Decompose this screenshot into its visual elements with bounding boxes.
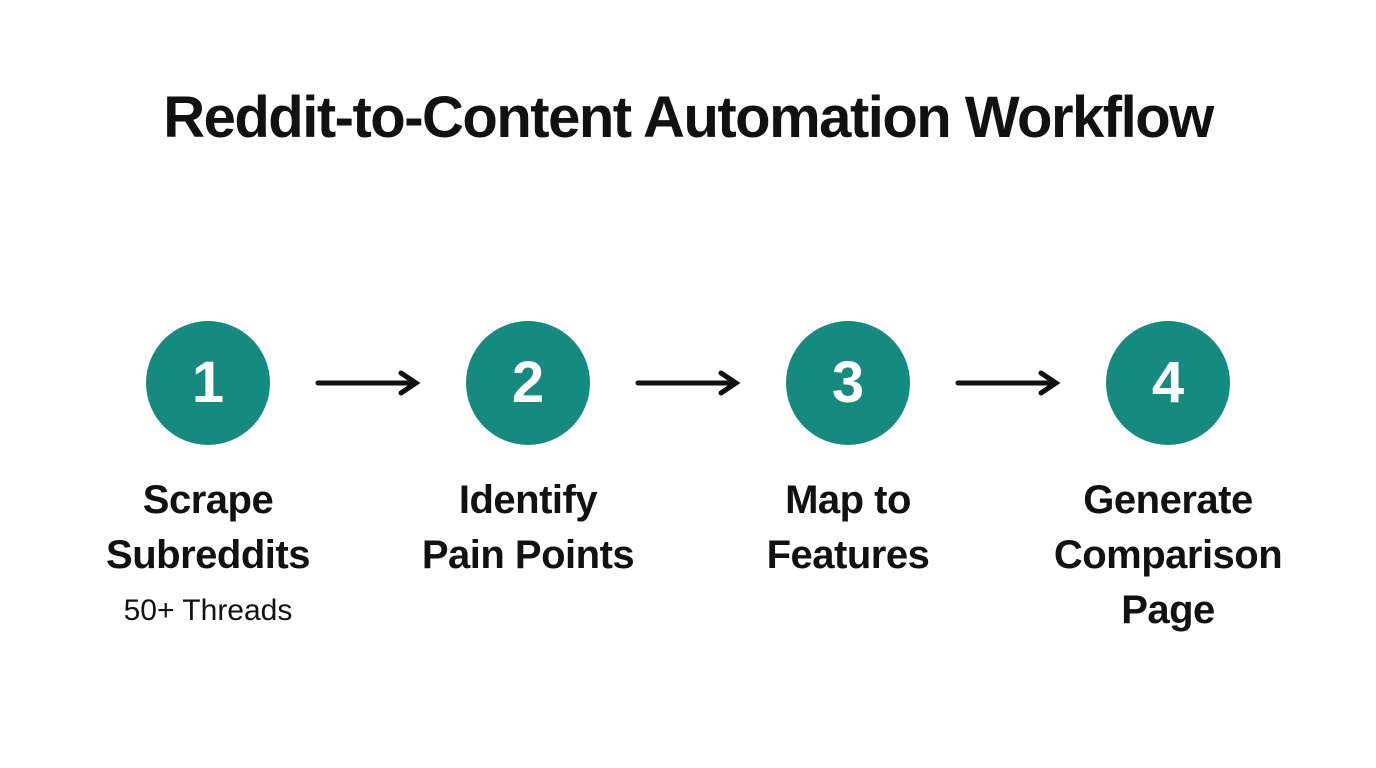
workflow-step-4: 4 Generate Comparison Page: [1028, 321, 1308, 646]
workflow-step-3: 3 Map to Features: [708, 321, 988, 591]
step-number: 1: [191, 350, 225, 415]
step-label: Generate Comparison Page: [1053, 478, 1283, 632]
step-label: Identify Pain Points: [421, 478, 635, 577]
step-circle-4: 4: [1106, 321, 1230, 445]
workflow-step-2: 2 Identify Pain Points: [388, 321, 668, 591]
step-number: 2: [511, 350, 545, 415]
arrow-right-icon: [315, 370, 421, 396]
step-label: Scrape Subreddits: [106, 478, 310, 577]
step-circle-1: 1: [146, 321, 270, 445]
step-sublabel: 50+ Threads: [123, 594, 293, 627]
arrow-right-icon: [635, 370, 741, 396]
workflow-step-1: 1 Scrape Subreddits 50+ Threads: [68, 321, 348, 631]
step-number: 4: [1151, 350, 1185, 415]
step-circle-3: 3: [786, 321, 910, 445]
arrow-right-icon: [955, 370, 1061, 396]
page-title: Reddit-to-Content Automation Workflow: [163, 85, 1214, 150]
step-number: 3: [831, 350, 865, 415]
step-circle-2: 2: [466, 321, 590, 445]
step-label: Map to Features: [766, 478, 930, 577]
